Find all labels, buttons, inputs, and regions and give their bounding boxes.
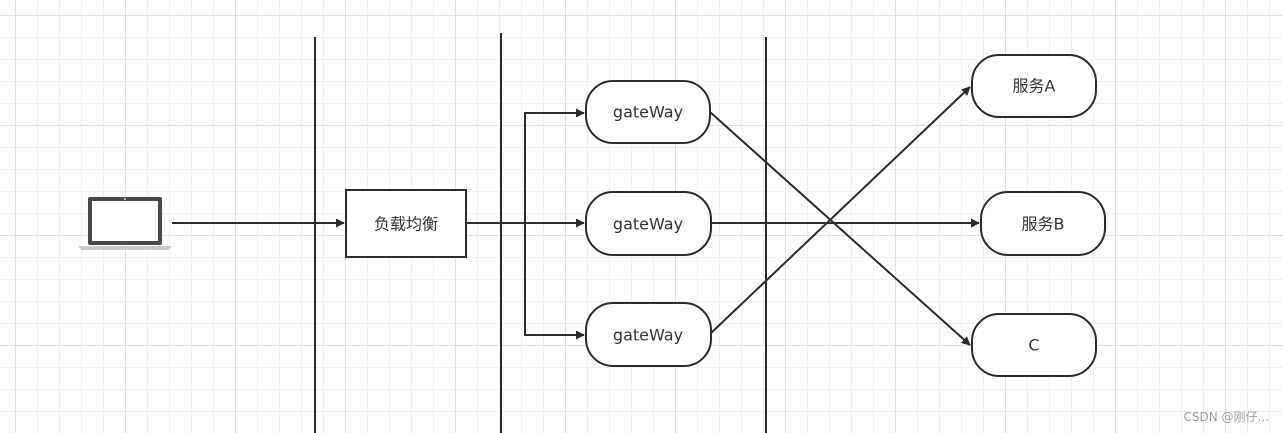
service-b-node: 服务B bbox=[980, 191, 1106, 256]
gateway-top-label: gateWay bbox=[613, 103, 683, 122]
watermark: CSDN @刚仔... bbox=[1183, 410, 1269, 424]
laptop-icon bbox=[78, 197, 172, 250]
service-b-label: 服务B bbox=[1022, 215, 1065, 234]
gateway-bottom-label: gateWay bbox=[613, 326, 683, 345]
gateway-node-top: gateWay bbox=[585, 80, 711, 144]
arrow-lb-to-gateway-top bbox=[524, 108, 585, 223]
service-c-node: C bbox=[971, 313, 1097, 377]
service-c-label: C bbox=[1028, 336, 1039, 355]
service-a-node: 服务A bbox=[971, 54, 1097, 118]
load-balancer-node: 负载均衡 bbox=[345, 189, 467, 258]
load-balancer-label: 负载均衡 bbox=[374, 215, 438, 234]
gateway-middle-label: gateWay bbox=[613, 215, 683, 234]
arrow-lb-to-gateway-bottom bbox=[524, 223, 585, 340]
gateway-node-bottom: gateWay bbox=[585, 302, 712, 367]
arrow-gateway-top-to-service-c bbox=[709, 111, 971, 346]
service-a-label: 服务A bbox=[1013, 77, 1056, 96]
arrow-gateway-bottom-to-service-a bbox=[709, 86, 971, 335]
gateway-node-middle: gateWay bbox=[585, 191, 712, 256]
